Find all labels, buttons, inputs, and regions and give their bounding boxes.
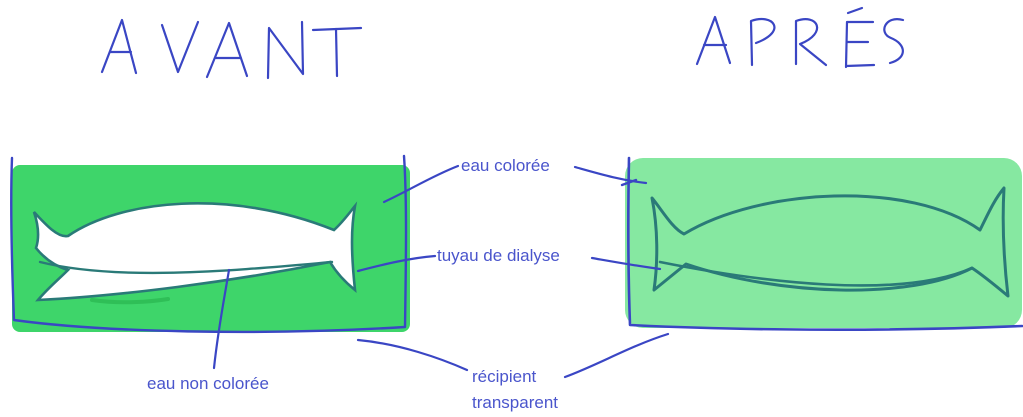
label-colored-water: eau colorée xyxy=(461,156,550,175)
container-after xyxy=(620,156,1023,331)
label-dialysis-tube: tuyau de dialyse xyxy=(437,246,560,265)
tube-inner-line-after xyxy=(658,260,974,287)
leader-container-before xyxy=(356,338,469,372)
container-before-outline xyxy=(9,154,408,334)
container-before xyxy=(9,154,410,334)
leader-lines xyxy=(212,164,670,379)
leader-colored-water-after xyxy=(573,165,648,185)
water-dark-smudge xyxy=(90,297,170,305)
leader-tube-before xyxy=(356,254,437,273)
leader-container-after xyxy=(563,332,670,379)
dialysis-tube-after xyxy=(650,186,1010,298)
label-uncolored-water: eau non colorée xyxy=(147,374,269,393)
leader-colored-water-before xyxy=(382,164,460,204)
label-container-line2: transparent xyxy=(472,393,558,412)
label-container-line1: récipient xyxy=(472,367,537,386)
dialysis-tube-before xyxy=(32,201,358,302)
leader-tube-after xyxy=(590,256,662,271)
leader-uncolored-water xyxy=(212,268,231,370)
container-after-outline xyxy=(627,156,1023,331)
heading-avant xyxy=(100,18,363,80)
tube-inner-line xyxy=(38,260,334,275)
heading-apres xyxy=(695,6,905,69)
colored-water-after xyxy=(625,158,1022,328)
